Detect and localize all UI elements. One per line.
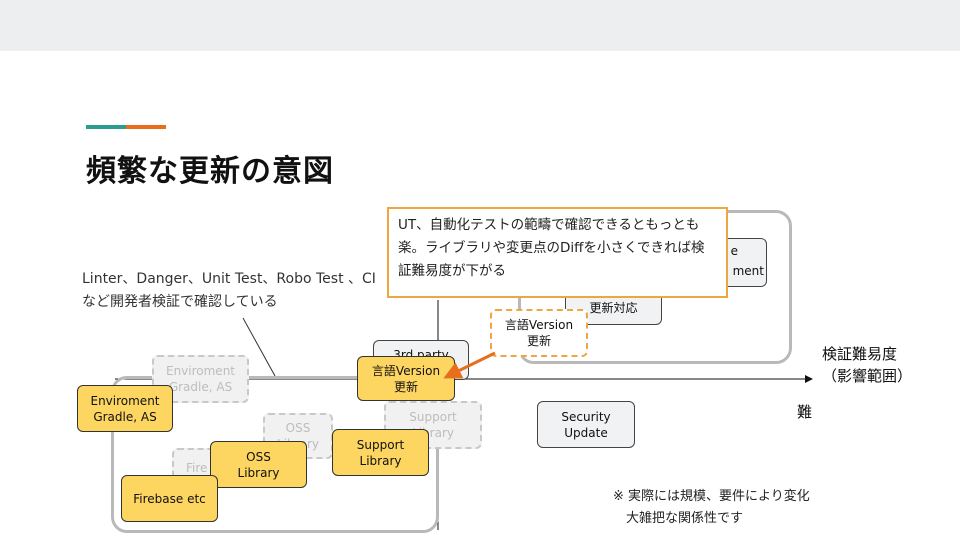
language-version-target-box: 言語Version 更新 (490, 309, 588, 357)
footnote: ※ 実際には規模、要件により変化 大雑把な関係性です (613, 489, 810, 526)
page-title: 頻繁な更新の意図 (86, 154, 334, 189)
oss-library-box: OSS Library (210, 441, 307, 488)
environment-update-fragment: ment (732, 264, 764, 278)
note-pointer-line (242, 317, 276, 377)
security-update-box: Security Update (537, 401, 635, 448)
header-bar (0, 0, 960, 51)
title-accent-orange (126, 125, 166, 129)
dev-verification-group (111, 376, 439, 533)
title-accent-teal (86, 125, 126, 129)
difficulty-hard-label: 難 (797, 403, 813, 421)
support-library-box: Support Library (332, 429, 429, 476)
callout-box: UT、自動化テストの範疇で確認できるともっとも楽。ライブラリや変更点のDiffを… (387, 207, 728, 298)
environment-update-e: e (730, 244, 738, 258)
language-version-update-box: 言語Version 更新 (357, 356, 455, 401)
axis-label: 検証難易度 （影響範囲） (822, 345, 913, 385)
firebase-box: Firebase etc (121, 475, 218, 522)
environment-box: Enviroment Gradle, AS (77, 385, 173, 432)
verification-note: Linter、Danger、Unit Test、Robo Test 、CI など… (82, 271, 376, 310)
